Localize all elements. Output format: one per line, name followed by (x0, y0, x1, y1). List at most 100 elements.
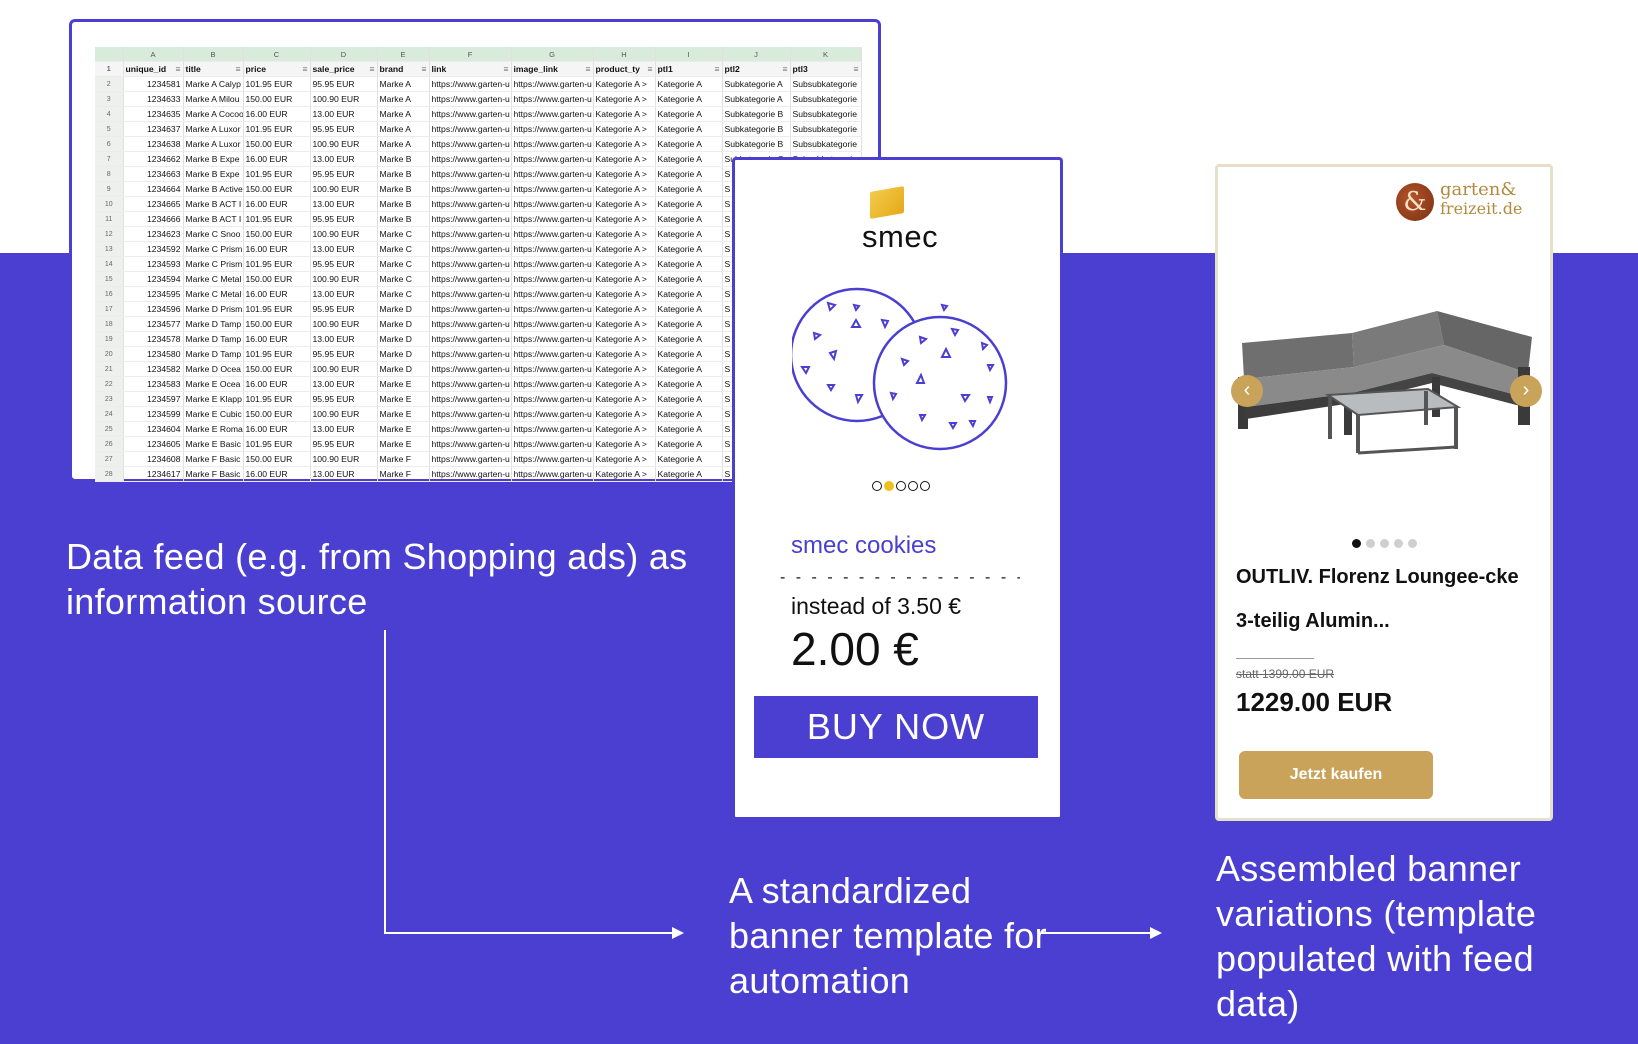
carousel-next-arrow-icon[interactable]: › (1510, 375, 1542, 407)
table-cell: https://www.garten-u (429, 316, 512, 332)
table-cell: Marke A Luxor (183, 136, 244, 152)
filter-icon[interactable]: ≡ (853, 63, 859, 74)
table-cell: 16.00 EUR (243, 241, 311, 257)
table-cell: Marke A Luxor (183, 121, 244, 137)
row-number: 10 (95, 196, 124, 212)
table-cell: 1234592 (123, 241, 184, 257)
table-cell: https://www.garten-u (429, 106, 512, 122)
template-product-name: smec cookies (791, 532, 937, 559)
lounge-table-base (1357, 445, 1457, 455)
table-cell: 95.95 EUR (310, 211, 378, 227)
table-cell: https://www.garten-u (429, 421, 512, 437)
assembled-old-price: statt 1399.00 EUR (1236, 667, 1335, 681)
table-cell: https://www.garten-u (511, 316, 594, 332)
logo-text-line2: freizeit.de (1440, 199, 1523, 218)
table-cell: Marke E (377, 421, 430, 437)
filter-icon[interactable]: ≡ (647, 63, 653, 74)
table-cell: Kategorie A (655, 331, 723, 347)
row-number: 9 (95, 181, 124, 197)
carousel-dot[interactable] (1408, 539, 1417, 548)
table-cell: 1234581 (123, 76, 184, 92)
carousel-dot[interactable] (872, 481, 882, 491)
template-carousel-dots[interactable] (872, 481, 930, 491)
filter-icon[interactable]: ≡ (175, 63, 181, 74)
lounge-sofa-image (1238, 311, 1532, 455)
filter-icon[interactable]: ≡ (235, 63, 241, 74)
table-cell: 13.00 EUR (310, 151, 378, 167)
table-cell: 1234583 (123, 376, 184, 392)
row-number: 21 (95, 361, 124, 377)
table-cell: Marke D Tamp (183, 346, 244, 362)
column-header: ≡ptl1 (655, 61, 723, 77)
row-number: 20 (95, 346, 124, 362)
table-cell: 100.90 EUR (310, 271, 378, 287)
table-cell: Marke B (377, 196, 430, 212)
table-cell: https://www.garten-u (511, 286, 594, 302)
table-cell: 13.00 EUR (310, 421, 378, 437)
carousel-dot[interactable] (908, 481, 918, 491)
carousel-dot[interactable] (1366, 539, 1375, 548)
table-cell: https://www.garten-u (429, 76, 512, 92)
row-number: 3 (95, 91, 124, 107)
column-header: ≡unique_id (123, 61, 184, 77)
filter-icon[interactable]: ≡ (369, 63, 375, 74)
jetzt-kaufen-button[interactable]: Jetzt kaufen (1239, 751, 1433, 799)
buy-now-button[interactable]: BUY NOW (754, 696, 1038, 758)
table-cell: 95.95 EUR (310, 391, 378, 407)
table-cell: Kategorie A (655, 256, 723, 272)
table-cell: https://www.garten-u (511, 181, 594, 197)
table-cell: 101.95 EUR (243, 211, 311, 227)
carousel-dot[interactable] (920, 481, 930, 491)
table-cell: Marke A (377, 91, 430, 107)
table-cell: https://www.garten-u (511, 391, 594, 407)
table-cell: 13.00 EUR (310, 331, 378, 347)
table-cell: 100.90 EUR (310, 451, 378, 467)
column-header: ≡title (183, 61, 244, 77)
cookies-illustration (792, 287, 1008, 451)
table-cell: https://www.garten-u (511, 376, 594, 392)
filter-icon[interactable]: ≡ (302, 63, 308, 74)
row-number: 23 (95, 391, 124, 407)
carousel-dot[interactable] (884, 481, 894, 491)
carousel-dot[interactable] (1394, 539, 1403, 548)
table-cell: Subkategorie B (722, 136, 791, 152)
filter-icon[interactable]: ≡ (585, 63, 591, 74)
table-cell: https://www.garten-u (511, 361, 594, 377)
table-cell: Subsubkategorie (790, 76, 862, 92)
table-cell: Marke C Metal (183, 271, 244, 287)
filter-icon[interactable]: ≡ (714, 63, 720, 74)
column-header-label: link (431, 63, 447, 74)
table-cell: Marke B (377, 181, 430, 197)
table-cell: 1234665 (123, 196, 184, 212)
smec-logo: smec (862, 186, 942, 257)
carousel-dot[interactable] (1352, 539, 1361, 548)
table-cell: Marke A (377, 121, 430, 137)
table-cell: Kategorie A > (593, 286, 656, 302)
table-cell: 95.95 EUR (310, 121, 378, 137)
table-cell: Kategorie A (655, 436, 723, 452)
table-cell: Marke B Expe (183, 151, 244, 167)
carousel-dot[interactable] (896, 481, 906, 491)
template-banner-card: smec smec cookies - - - - - - - - - - - … (732, 157, 1063, 820)
table-cell: Marke C (377, 241, 430, 257)
carousel-prev-arrow-icon[interactable]: ‹ (1231, 375, 1263, 407)
table-cell: https://www.garten-u (429, 286, 512, 302)
filter-icon[interactable]: ≡ (421, 63, 427, 74)
carousel-dot[interactable] (1380, 539, 1389, 548)
filter-icon[interactable]: ≡ (503, 63, 509, 74)
row-number: 2 (95, 76, 124, 92)
column-letter: A (123, 47, 184, 62)
table-cell: Kategorie A > (593, 391, 656, 407)
table-cell: https://www.garten-u (511, 211, 594, 227)
table-cell: 150.00 EUR (243, 91, 311, 107)
row-number: 22 (95, 376, 124, 392)
table-cell: 95.95 EUR (310, 301, 378, 317)
template-divider: - - - - - - - - - - - - - - - - (780, 569, 1020, 586)
assembled-product-title: OUTLIV. Florenz Loungee-cke 3-teilig Alu… (1236, 566, 1519, 632)
assembled-carousel-dots[interactable] (1352, 539, 1417, 548)
filter-icon[interactable]: ≡ (782, 63, 788, 74)
column-header: ≡price (243, 61, 311, 77)
cookie-left-chips (800, 301, 890, 405)
